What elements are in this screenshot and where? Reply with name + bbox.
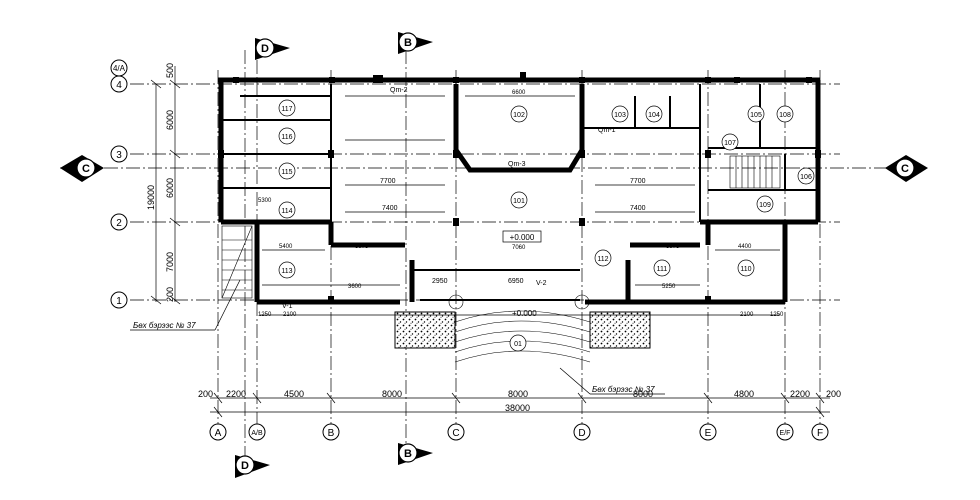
dim-5400: 5400 <box>279 244 293 250</box>
axis-label-ef: E/F <box>780 430 791 437</box>
axis-label-4a: 4/A <box>113 64 126 73</box>
room-106: 106 <box>800 174 812 181</box>
axis-bubble-3 <box>110 145 128 163</box>
dim-left-2: 6000 <box>165 178 175 198</box>
axis-bubble-2 <box>110 213 128 231</box>
elevation-outside: +0.000 <box>512 309 537 318</box>
dim-7700-right: 7700 <box>630 178 646 185</box>
room-01: 01 <box>514 341 522 348</box>
axis-bubble-1 <box>110 291 128 309</box>
room-112: 112 <box>597 256 608 263</box>
axis-label-b: B <box>328 428 335 439</box>
dim-bottom-5: 8000 <box>508 389 528 399</box>
label-qm2: Qm-2 <box>390 87 408 94</box>
dim-6600: 6600 <box>512 90 526 96</box>
axis-label-a: A <box>215 428 222 439</box>
label-v1: V-1 <box>282 303 293 310</box>
dim-bottom-1: 200 <box>198 389 213 399</box>
section-marker-d-top: D <box>261 43 269 55</box>
axis-label-d: D <box>578 428 585 439</box>
dim-3975-left: 3975 <box>355 244 369 250</box>
label-qm3: Qm-3 <box>508 161 526 168</box>
dim-1250-left: 1250 <box>258 312 272 318</box>
room-115: 115 <box>281 169 292 176</box>
room-105: 105 <box>750 112 762 119</box>
room-113: 113 <box>281 268 292 275</box>
section-marker-c-left: C <box>82 163 90 175</box>
room-111: 111 <box>657 266 668 273</box>
label-v2: V-2 <box>536 280 547 287</box>
left-dimensions: 500 6000 6000 7000 19000 200 <box>146 63 181 305</box>
dim-7700-left: 7700 <box>380 178 396 185</box>
axis-label-1: 1 <box>116 296 122 307</box>
room-116: 116 <box>281 134 292 141</box>
axis-label-e: E <box>705 428 712 439</box>
entrance <box>394 294 651 363</box>
dim-1250-right: 1250 <box>770 312 784 318</box>
section-marker-d-bottom: D <box>241 460 249 472</box>
dim-5300: 5300 <box>258 198 272 204</box>
room-102: 102 <box>513 112 525 119</box>
axis-bubble-4 <box>110 75 128 93</box>
dim-left-1: 6000 <box>165 110 175 130</box>
inner-dim-lines <box>260 95 780 316</box>
axis-label-c: C <box>452 428 459 439</box>
dim-bottom-total: 38000 <box>505 403 530 413</box>
dim-bottom-9: 200 <box>826 389 841 399</box>
room-101: 101 <box>513 198 525 205</box>
dim-bottom-4: 8000 <box>382 389 402 399</box>
dim-bottom-2: 2200 <box>226 389 246 399</box>
dim-2950: 2950 <box>432 278 448 285</box>
dim-bottom-8: 2200 <box>790 389 810 399</box>
dim-bottom-3: 4500 <box>284 389 304 399</box>
dim-left-3: 7000 <box>165 252 175 272</box>
room-numbers: 101 102 103 104 105 106 107 108 109 110 … <box>278 99 815 352</box>
dim-bottom-7: 4800 <box>734 389 754 399</box>
section-marker-b-top: B <box>404 37 412 49</box>
room-104: 104 <box>648 112 660 119</box>
row-axis-bubbles: 4/A 4 3 2 1 <box>110 59 128 309</box>
section-marker-c-right: C <box>901 163 909 175</box>
dim-3975-right: 3975 <box>666 244 680 250</box>
dim-2100-left: 2100 <box>283 312 297 318</box>
dim-4400: 4400 <box>738 244 752 250</box>
elevation-inside: +0.000 <box>510 233 535 242</box>
room-109: 109 <box>759 202 771 209</box>
stairs-left <box>221 225 253 299</box>
annotations: +0.000 +0.000 Бөх бэрээс № 37 Бөх бэрээс… <box>130 87 784 395</box>
columns <box>218 72 821 304</box>
label-qm1: Qm-1 <box>598 127 616 134</box>
dim-2100-right: 2100 <box>740 312 754 318</box>
dim-7400-right: 7400 <box>630 205 646 212</box>
dim-5250: 5250 <box>662 284 676 290</box>
stairs-right <box>729 155 781 189</box>
axis-label-2: 2 <box>116 218 122 229</box>
axis-label-4: 4 <box>116 80 122 91</box>
axis-label-f: F <box>817 428 823 439</box>
dim-7400-left: 7400 <box>382 205 398 212</box>
dim-left-top: 500 <box>165 63 175 78</box>
axis-label-3: 3 <box>116 150 122 161</box>
room-110: 110 <box>740 266 751 273</box>
dim-left-bottom: 200 <box>165 287 175 302</box>
room-114: 114 <box>281 208 292 215</box>
room-108: 108 <box>779 112 791 119</box>
room-107: 107 <box>724 140 736 147</box>
dim-3600: 3600 <box>348 284 362 290</box>
room-103: 103 <box>614 112 626 119</box>
leader-label-left: Бөх бэрээс № 37 <box>133 321 196 330</box>
leader-label-right: Бөх бэрээс № 37 <box>592 385 655 394</box>
bottom-dimensions: 200 2200 4500 8000 8000 8000 4800 2200 2… <box>198 389 841 418</box>
dim-left-total: 19000 <box>146 185 156 210</box>
column-axis-bubbles: A A/B B C D E E/F F <box>209 423 829 441</box>
section-markers: D B D B C C <box>60 32 928 478</box>
dim-6950: 6950 <box>508 278 524 285</box>
section-marker-b-bottom: B <box>404 448 412 460</box>
axis-label-ab: A/B <box>251 430 263 437</box>
room-117: 117 <box>281 106 292 113</box>
dim-7060: 7060 <box>512 245 526 251</box>
